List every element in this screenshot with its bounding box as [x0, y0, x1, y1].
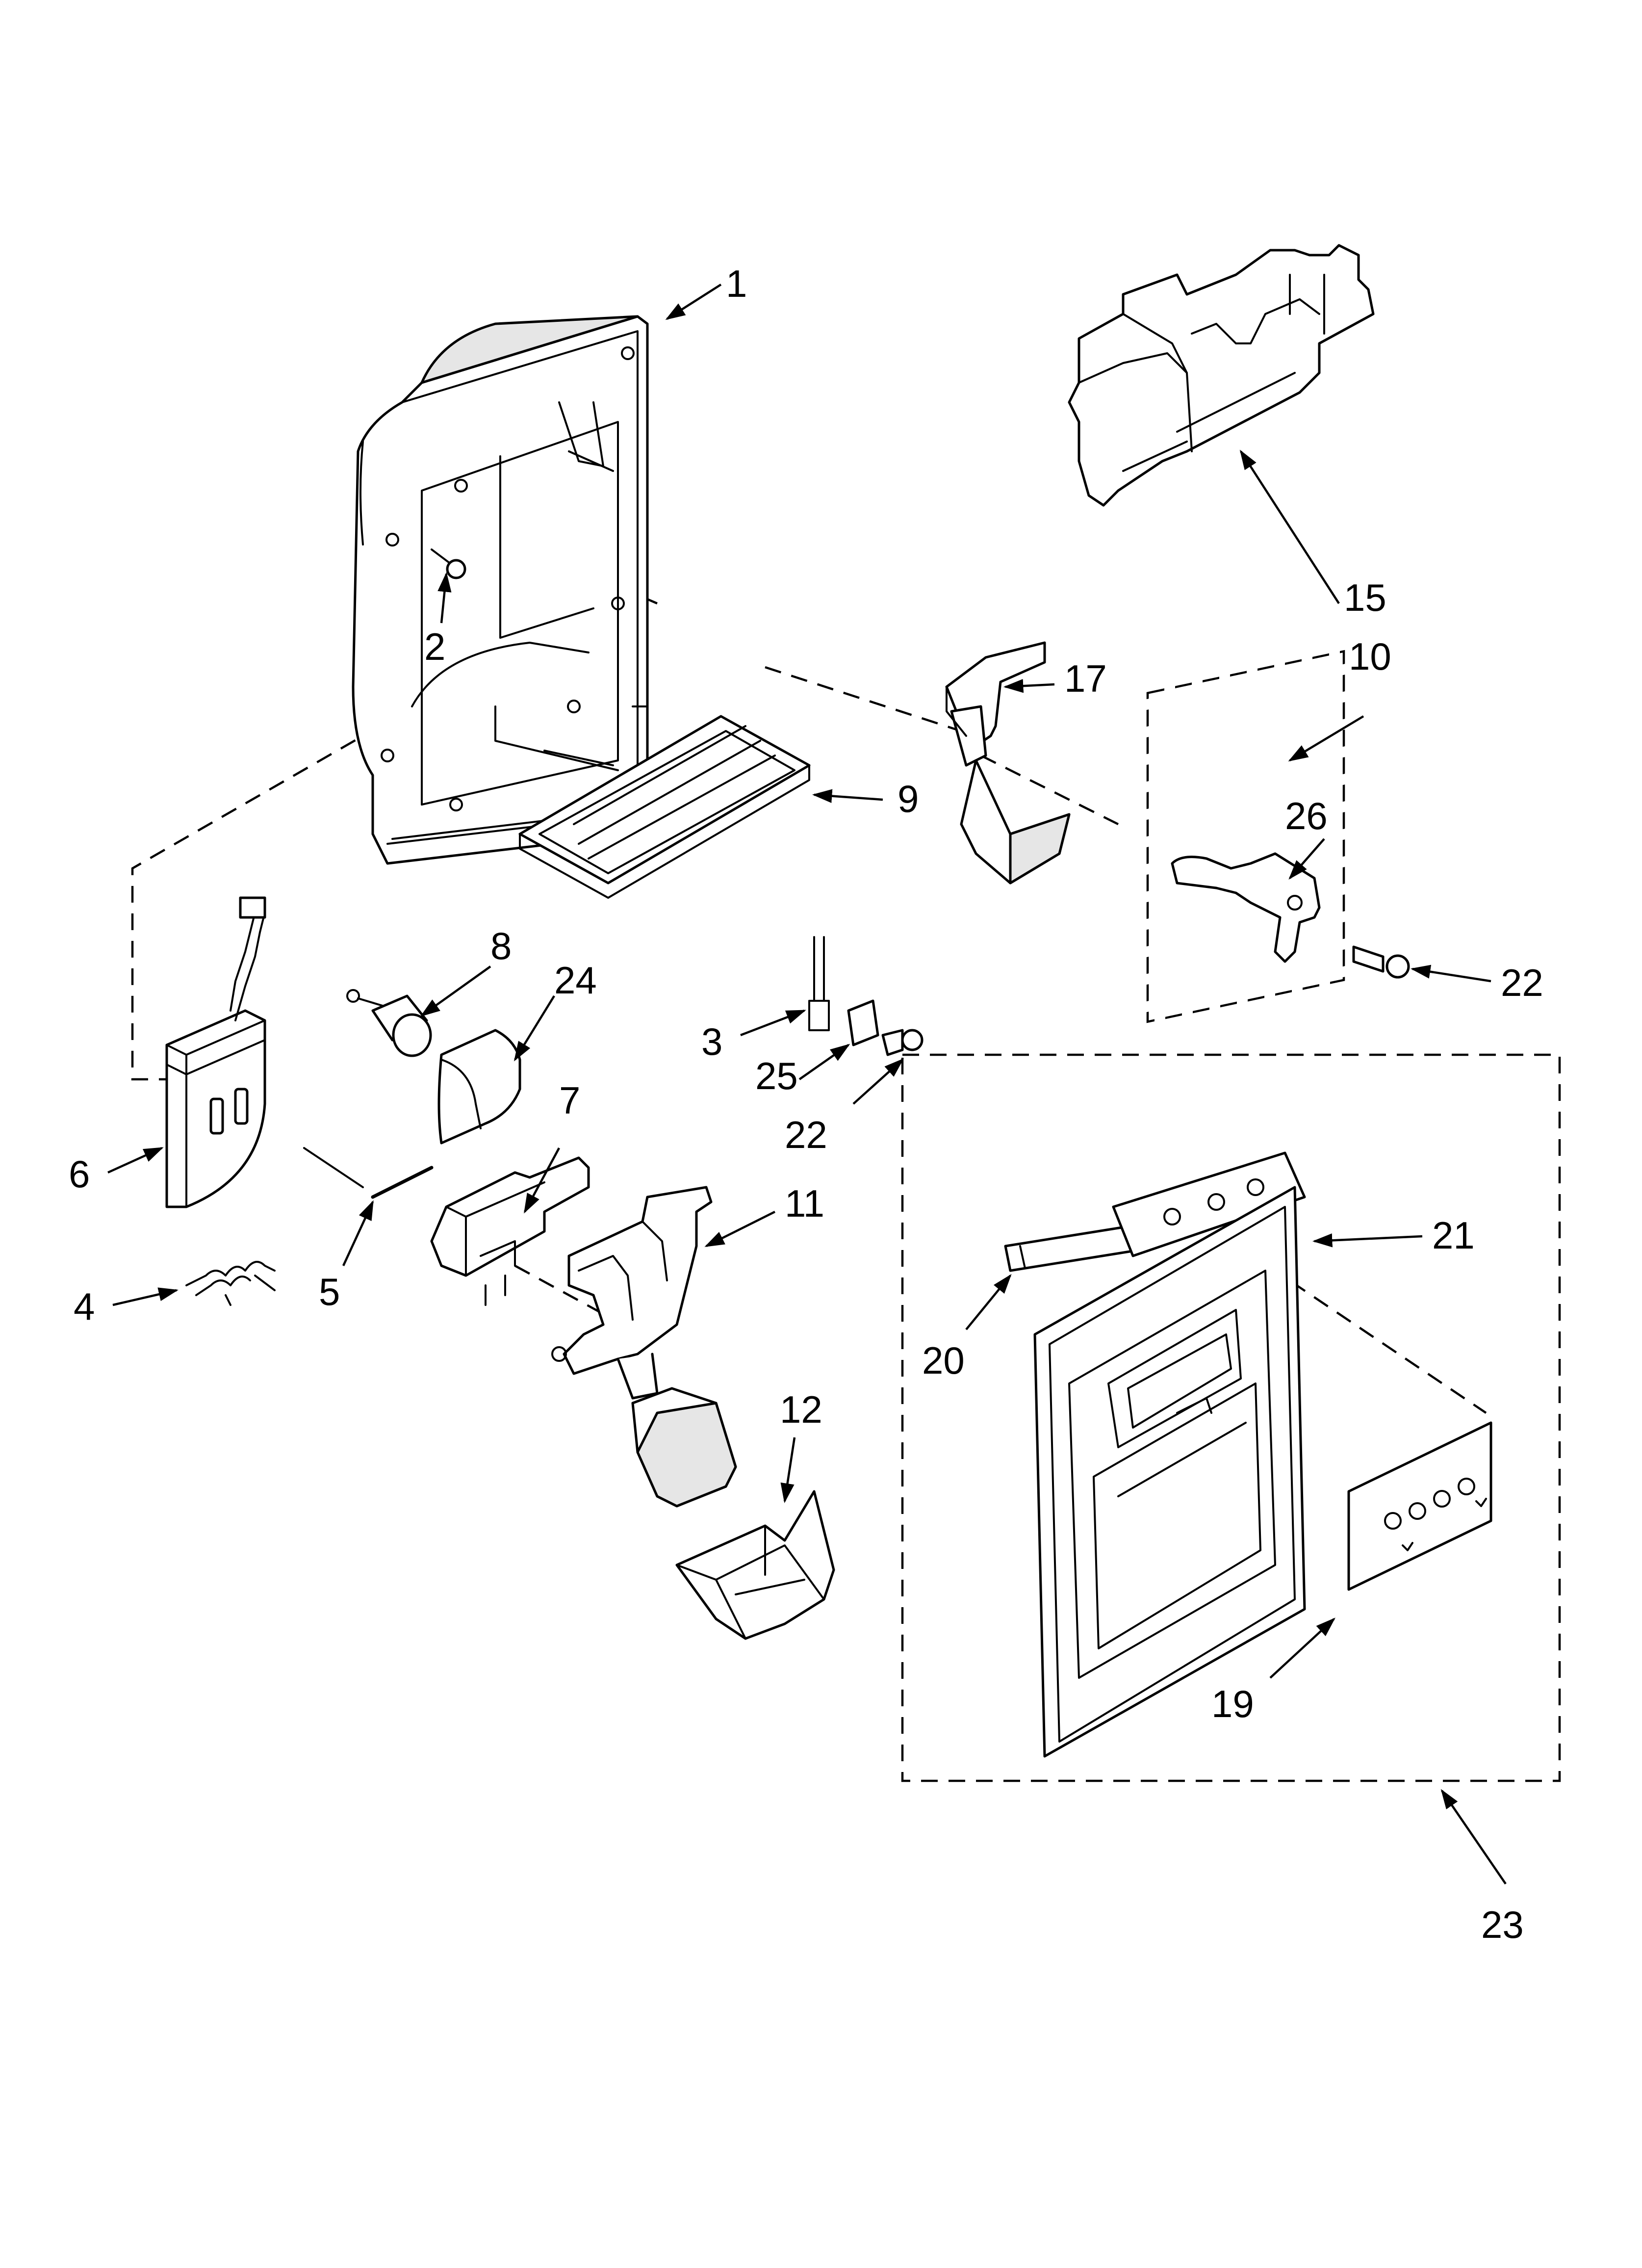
callout-9: 9 — [898, 777, 919, 820]
callout-22-lower: 22 — [785, 1113, 827, 1156]
part-19-control-overlay — [1347, 1421, 1492, 1591]
callout-2: 2 — [424, 625, 445, 668]
part-10-group-outline — [1146, 650, 1345, 1023]
callout-19: 19 — [1211, 1682, 1254, 1725]
callout-20: 20 — [922, 1339, 965, 1382]
part-25-plate — [847, 999, 879, 1046]
part-7-actuator — [430, 1156, 590, 1306]
callout-6: 6 — [69, 1152, 90, 1196]
part-22-screw-lower — [881, 1029, 924, 1056]
leader-arrows — [107, 284, 1507, 1885]
part-21-bezel-frame — [1033, 1186, 1306, 1758]
callout-12: 12 — [780, 1388, 822, 1431]
callout-22-upper: 22 — [1501, 961, 1543, 1004]
callout-11: 11 — [785, 1182, 824, 1225]
part-23-group-outline — [901, 1053, 1561, 1782]
part-4-spring — [185, 1261, 276, 1306]
callout-7: 7 — [559, 1079, 580, 1122]
callout-10: 10 — [1349, 635, 1391, 678]
part-26-bracket — [1171, 852, 1321, 963]
part-8-solenoid — [346, 989, 432, 1057]
part-15-control-housing — [1068, 244, 1375, 507]
callout-8: 8 — [490, 924, 512, 967]
callout-4: 4 — [74, 1285, 95, 1328]
callout-17: 17 — [1064, 657, 1107, 700]
callout-23: 23 — [1481, 1903, 1524, 1946]
callout-5: 5 — [319, 1270, 340, 1313]
part-3-spring-clip — [808, 936, 830, 1031]
part-20-control-board — [1004, 1151, 1306, 1272]
callout-labels: 1 2 3 4 5 6 7 8 9 10 11 12 15 17 19 20 2… — [69, 262, 1543, 1946]
part-12-ice-chute — [675, 1490, 835, 1640]
callout-21: 21 — [1432, 1214, 1475, 1257]
part-11-dispenser-arm — [551, 1186, 737, 1508]
callout-1: 1 — [726, 262, 747, 305]
part-22-screw-upper — [1352, 945, 1410, 979]
part-1-dispenser-housing — [352, 315, 649, 865]
callout-24: 24 — [554, 959, 597, 1002]
part-2-screw — [431, 548, 466, 579]
callout-3: 3 — [701, 1020, 722, 1063]
part-5-pin — [371, 1166, 434, 1199]
part-6-module — [165, 896, 266, 1208]
callout-15: 15 — [1344, 576, 1386, 619]
part-24-cover — [437, 1029, 521, 1145]
callout-25: 25 — [755, 1054, 798, 1097]
part-9-drip-tray — [518, 715, 811, 899]
callout-26: 26 — [1285, 794, 1328, 837]
part-17-dispenser-paddle — [945, 641, 1071, 885]
